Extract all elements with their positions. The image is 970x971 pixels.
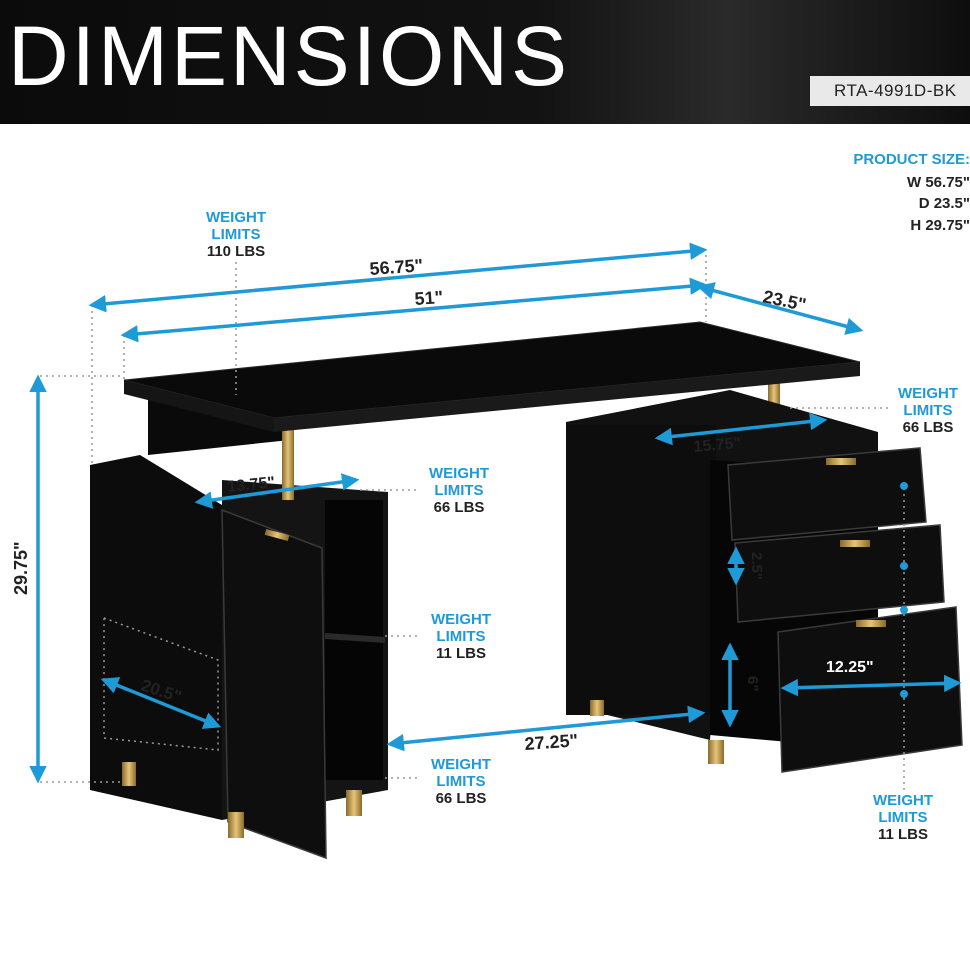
legroom-arrow bbox=[386, 705, 706, 752]
svg-text:WEIGHT: WEIGHT bbox=[873, 792, 933, 809]
weight-limit-middle-shelf: WEIGHT LIMITS 11 LBS bbox=[431, 611, 491, 662]
drawer-top bbox=[727, 447, 927, 541]
drawer-bottom bbox=[777, 606, 963, 773]
desk-illustration bbox=[90, 321, 963, 860]
drawer-width-arrow bbox=[780, 674, 962, 697]
legroom-label: 27.25" bbox=[524, 730, 579, 754]
drawer-dots bbox=[900, 482, 908, 698]
cabinet-depth-arrow bbox=[100, 677, 222, 729]
svg-text:LIMITS: LIMITS bbox=[436, 773, 485, 790]
product-size-title: PRODUCT SIZE: bbox=[853, 151, 970, 168]
weight-limit-desktop: WEIGHT LIMITS 110 LBS bbox=[206, 209, 266, 260]
svg-text:66 LBS: 66 LBS bbox=[436, 790, 487, 807]
dimension-diagram: 56.75" 51" 23.5" 29.75" 13.75" 20.5" 27.… bbox=[11, 151, 970, 860]
weight-limit-drawer-top: WEIGHT LIMITS 66 LBS bbox=[898, 385, 958, 436]
drawer-top-width-label: 15.75" bbox=[693, 435, 742, 456]
dimension-arrows bbox=[29, 242, 962, 784]
svg-text:11 LBS: 11 LBS bbox=[436, 645, 486, 662]
shelf-width-arrow bbox=[194, 473, 360, 509]
leg bbox=[122, 762, 136, 786]
svg-text:66 LBS: 66 LBS bbox=[903, 419, 954, 436]
svg-text:WEIGHT: WEIGHT bbox=[431, 611, 491, 628]
depth-label: 23.5" bbox=[761, 286, 808, 315]
svg-text:LIMITS: LIMITS bbox=[436, 628, 485, 645]
leg bbox=[708, 740, 724, 764]
product-size-depth: D 23.5" bbox=[919, 195, 970, 212]
svg-text:WEIGHT: WEIGHT bbox=[429, 465, 489, 482]
product-size-block: PRODUCT SIZE: W 56.75" D 23.5" H 29.75" bbox=[853, 151, 970, 234]
svg-text:LIMITS: LIMITS bbox=[903, 402, 952, 419]
header-banner: DIMENSIONS RTA-4991D-BK bbox=[0, 0, 970, 124]
top-width-label: 51" bbox=[414, 287, 444, 309]
product-size-height: H 29.75" bbox=[910, 217, 970, 234]
leg bbox=[590, 700, 604, 716]
weight-limit-drawers: WEIGHT LIMITS 11 LBS bbox=[873, 792, 933, 843]
leg bbox=[228, 812, 244, 838]
svg-text:66 LBS: 66 LBS bbox=[434, 499, 485, 516]
svg-text:11 LBS: 11 LBS bbox=[878, 826, 928, 843]
overall-width-label: 56.75" bbox=[369, 255, 424, 279]
shelf-width-label: 13.75" bbox=[227, 474, 276, 496]
model-number-badge: RTA-4991D-BK bbox=[810, 76, 970, 106]
svg-text:LIMITS: LIMITS bbox=[211, 226, 260, 243]
drawer-top-width-arrow bbox=[654, 412, 828, 446]
leg bbox=[346, 790, 362, 816]
depth-arrow bbox=[696, 282, 864, 335]
drawer-width-label: 12.25" bbox=[826, 659, 874, 676]
drawer-gap-label: 2.5" bbox=[748, 552, 765, 580]
weight-limit-top-shelf: WEIGHT LIMITS 66 LBS bbox=[429, 465, 489, 516]
svg-text:WEIGHT: WEIGHT bbox=[206, 209, 266, 226]
top-width-arrow bbox=[120, 277, 708, 343]
svg-text:LIMITS: LIMITS bbox=[878, 809, 927, 826]
height-label: 29.75" bbox=[11, 541, 31, 595]
svg-text:WEIGHT: WEIGHT bbox=[898, 385, 958, 402]
product-size-width: W 56.75" bbox=[907, 174, 970, 191]
weight-limit-callouts: WEIGHT LIMITS 110 LBS WEIGHT LIMITS 66 L… bbox=[206, 209, 958, 843]
svg-text:WEIGHT: WEIGHT bbox=[431, 756, 491, 773]
left-cabinet-door bbox=[221, 508, 327, 860]
page-title: DIMENSIONS bbox=[8, 9, 571, 103]
svg-text:LIMITS: LIMITS bbox=[434, 482, 483, 499]
drawer-height-label: 6" bbox=[744, 676, 761, 691]
drawer-middle bbox=[734, 524, 945, 623]
svg-text:110 LBS: 110 LBS bbox=[207, 243, 265, 260]
weight-limit-bottom-shelf: WEIGHT LIMITS 66 LBS bbox=[431, 756, 491, 807]
